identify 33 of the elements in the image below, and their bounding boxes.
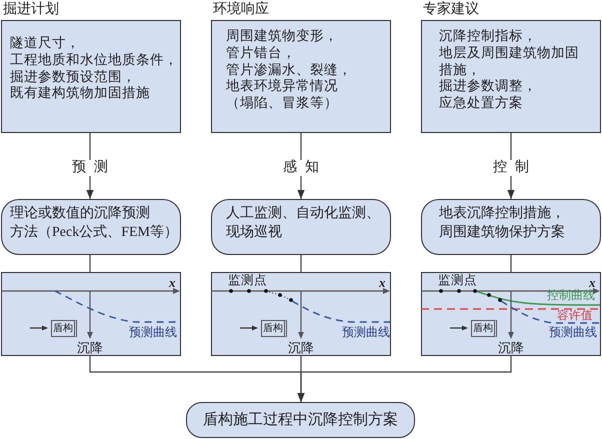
curve-label: 预测曲线 xyxy=(549,326,597,339)
curve-label: 预测曲线 xyxy=(342,326,390,339)
rounded-box: 理论或数值的沉降预测方法（Peck公式、FEM等） xyxy=(1,199,181,255)
point-label: 监测点 xyxy=(438,273,477,287)
box-heading: 专家建议 xyxy=(422,1,480,18)
rounded-box: 盾构施工过程中沉降控制方案 xyxy=(186,402,415,438)
process-box: 隧道尺寸，工程地质和水位地质条件，掘进参数预设范围，既有建构筑物加固措施 xyxy=(1,20,181,133)
box-heading: 环境响应 xyxy=(212,1,270,18)
graph-panel xyxy=(211,272,391,356)
process-box: 周围建筑物变形，管片错台，管片渗漏水、裂缝，地表环境异常情况（塌陷、冒浆等） xyxy=(211,20,391,133)
shield-box: 盾构 xyxy=(471,320,497,337)
connector-line xyxy=(510,255,512,272)
graph-panel xyxy=(421,272,601,356)
rounded-box: 人工监测、自动化监测、现场巡视 xyxy=(211,199,391,255)
connector-line xyxy=(89,255,91,272)
axis-label: x xyxy=(379,276,386,290)
shield-box: 盾构 xyxy=(261,320,287,337)
axis-label: 沉降 xyxy=(498,341,524,355)
box-heading: 掘进计划 xyxy=(2,1,60,18)
connector-line xyxy=(300,255,302,272)
axis-label: x xyxy=(589,276,596,290)
shield-box: 盾构 xyxy=(51,320,77,337)
rounded-box: 地表沉降控制措施，周围建筑物保护方案 xyxy=(421,199,601,255)
process-box: 沉降控制指标，地层及周围建筑物加固措施，掘进参数调整，应急处置方案 xyxy=(421,20,601,133)
axis-label: 沉降 xyxy=(77,341,103,355)
limit-label: 容许值 xyxy=(557,310,593,322)
arrow xyxy=(297,356,512,402)
curve-label: 预测曲线 xyxy=(129,326,177,339)
curve-label: 控制曲线 xyxy=(547,289,595,302)
graph-panel xyxy=(1,272,181,356)
axis-label: x xyxy=(169,276,176,290)
axis-label: 沉降 xyxy=(288,341,314,355)
point-label: 监测点 xyxy=(228,273,267,287)
